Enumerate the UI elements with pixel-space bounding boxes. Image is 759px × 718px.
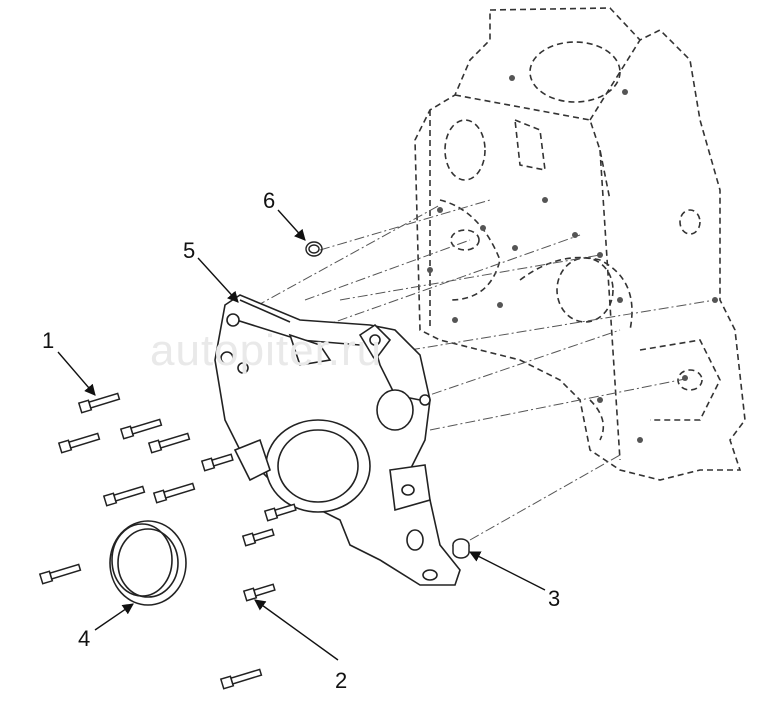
callout-6: 6 xyxy=(263,188,276,213)
timing-gear-cover xyxy=(214,294,461,586)
cover-bolts xyxy=(38,392,297,690)
callout-2: 2 xyxy=(335,668,348,693)
callout-5: 5 xyxy=(183,238,196,263)
block-holes xyxy=(427,75,718,443)
callout-1: 1 xyxy=(42,328,55,353)
oil-seal xyxy=(109,520,187,606)
leader-lines xyxy=(57,209,546,661)
o-ring xyxy=(305,241,323,257)
watermark-text: autopiter.ru xyxy=(150,326,383,375)
callout-3: 3 xyxy=(548,586,561,611)
dowel-pin xyxy=(452,538,470,559)
engine-block xyxy=(414,7,746,481)
callout-4: 4 xyxy=(78,626,91,651)
